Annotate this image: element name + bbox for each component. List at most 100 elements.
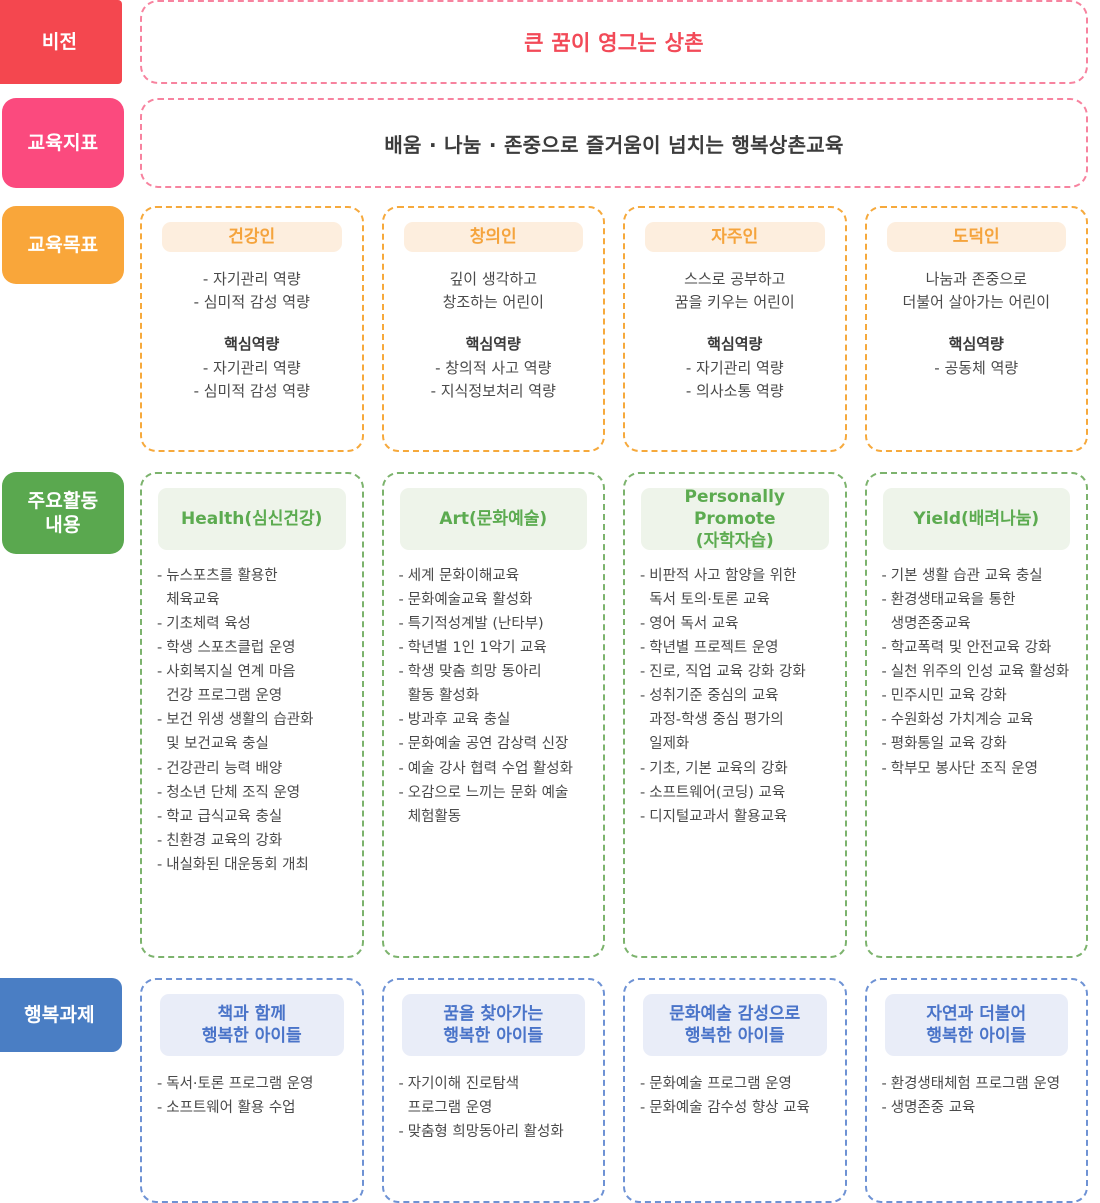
bullet-dash-icon: - xyxy=(157,760,163,777)
bullet-dash-icon: - xyxy=(398,1124,404,1141)
spacer-activities-tasks xyxy=(0,958,1100,978)
bullet-dash-icon: - xyxy=(398,760,404,777)
bullet-dash-icon: - xyxy=(157,832,163,849)
bullet-dash-icon: - xyxy=(881,592,887,609)
goal-column-header: 도덕인 xyxy=(886,222,1066,252)
list-item: -기초, 기본 교육의 강화 xyxy=(640,757,833,781)
bullet-dash-icon: - xyxy=(640,664,646,681)
list-item: -학생 스포츠클럽 운영 xyxy=(157,636,350,660)
bullet-list: -독서·토론 프로그램 운영-소프트웨어 활용 수업 xyxy=(154,1072,350,1120)
core-competency-item: - 의사소통 역량 xyxy=(685,382,784,400)
list-item: -소프트웨어(코딩) 교육 xyxy=(640,781,833,805)
list-item-label: 학교폭력 및 안전교육 강화 xyxy=(890,640,1052,657)
list-item: -학교폭력 및 안전교육 강화 xyxy=(882,636,1075,660)
list-item: -학부모 봉사단 조직 운영 xyxy=(882,757,1075,781)
index-row: 교육지표 배움 · 나눔 · 존중으로 즐거움이 넘치는 행복상촌교육 xyxy=(0,98,1100,188)
goal-column-header: 자주인 xyxy=(645,222,825,252)
list-item: -방과후 교육 충실 xyxy=(399,708,592,732)
bullet-dash-icon: - xyxy=(398,736,404,753)
goal-desc-line: 더불어 살아가는 어린이 xyxy=(902,293,1051,312)
list-item-label: 친환경 교육의 강화 xyxy=(166,832,283,849)
list-item: -소프트웨어 활용 수업 xyxy=(157,1096,350,1120)
bullet-dash-icon: - xyxy=(157,1076,163,1092)
bullet-dash-icon: - xyxy=(157,808,163,825)
vision-row: 비전 큰 꿈이 영그는 상촌 xyxy=(0,0,1100,84)
list-item: -환경생태체험 프로그램 운영 xyxy=(882,1072,1075,1096)
list-item-label: 맞춤형 희망동아리 활성화 xyxy=(407,1124,564,1141)
core-competency-label: 핵심역량 xyxy=(465,334,521,353)
bullet-dash-icon: - xyxy=(157,856,163,873)
list-item: -영어 독서 교육 xyxy=(640,612,833,636)
bullet-dash-icon: - xyxy=(157,640,163,657)
core-competency-item: - 공동체 역량 xyxy=(934,358,1019,377)
core-competency-item: - 창의적 사고 역량 xyxy=(435,358,552,377)
goal-column-header: 창의인 xyxy=(403,222,583,252)
index-rail: 교육지표 xyxy=(0,98,140,188)
bullet-dash-icon: - xyxy=(881,568,887,584)
bullet-dash-icon: - xyxy=(157,616,163,633)
activity-column-header: Yield(배려나눔) xyxy=(882,488,1070,550)
goal-desc-line: 창조하는 어린이 xyxy=(442,293,544,312)
list-item-label: 내실화된 대운동회 개최 xyxy=(166,856,309,873)
list-item: -학년별 프로젝트 운영 xyxy=(640,636,833,660)
list-item-label: 소프트웨어(코딩) 교육 xyxy=(649,784,786,801)
goals-rail: 교육목표 xyxy=(0,206,140,284)
bullet-dash-icon: - xyxy=(640,784,646,801)
bullet-dash-icon: - xyxy=(881,688,887,705)
list-item-label: 학년별 1인 1악기 교육 xyxy=(407,640,547,657)
bullet-dash-icon: - xyxy=(157,568,163,584)
list-item-label: 기본 생활 습관 교육 충실 xyxy=(890,568,1043,584)
list-item: -문화예술 공연 감상력 신장 xyxy=(399,732,592,756)
bullet-dash-icon: - xyxy=(398,592,404,609)
bullet-dash-icon: - xyxy=(157,712,163,729)
bullet-dash-icon: - xyxy=(881,664,887,681)
bullet-dash-icon: - xyxy=(640,1100,646,1117)
goal-desc-line: 나눔과 존중으로 xyxy=(925,270,1027,288)
bullet-dash-icon: - xyxy=(881,760,887,777)
list-item: -세계 문화이해교육 xyxy=(399,564,592,588)
list-item: -기초체력 육성 xyxy=(157,612,350,636)
list-item-label: 기초, 기본 교육의 강화 xyxy=(649,760,788,777)
list-item-label: 문화예술 공연 감상력 신장 xyxy=(407,736,569,753)
list-item: -실천 위주의 인성 교육 활성화 xyxy=(882,660,1075,684)
list-item-label: 생명존중 교육 xyxy=(890,1100,976,1117)
list-item: -기본 생활 습관 교육 충실 xyxy=(882,564,1075,588)
index-label-chip: 교육지표 xyxy=(2,98,124,188)
bullet-list: -세계 문화이해교육-문화예술교육 활성화-특기적성계발 (난타부)-학년별 1… xyxy=(396,564,592,829)
list-item-label: 세계 문화이해교육 xyxy=(407,568,520,584)
list-item: -친환경 교육의 강화 xyxy=(157,829,350,853)
list-item-label: 특기적성계발 (난타부) xyxy=(407,616,544,633)
list-item-label: 문화예술교육 활성화 xyxy=(407,592,533,609)
list-item-label: 디지털교과서 활용교육 xyxy=(649,808,788,825)
list-item: -생명존중 교육 xyxy=(882,1096,1075,1120)
